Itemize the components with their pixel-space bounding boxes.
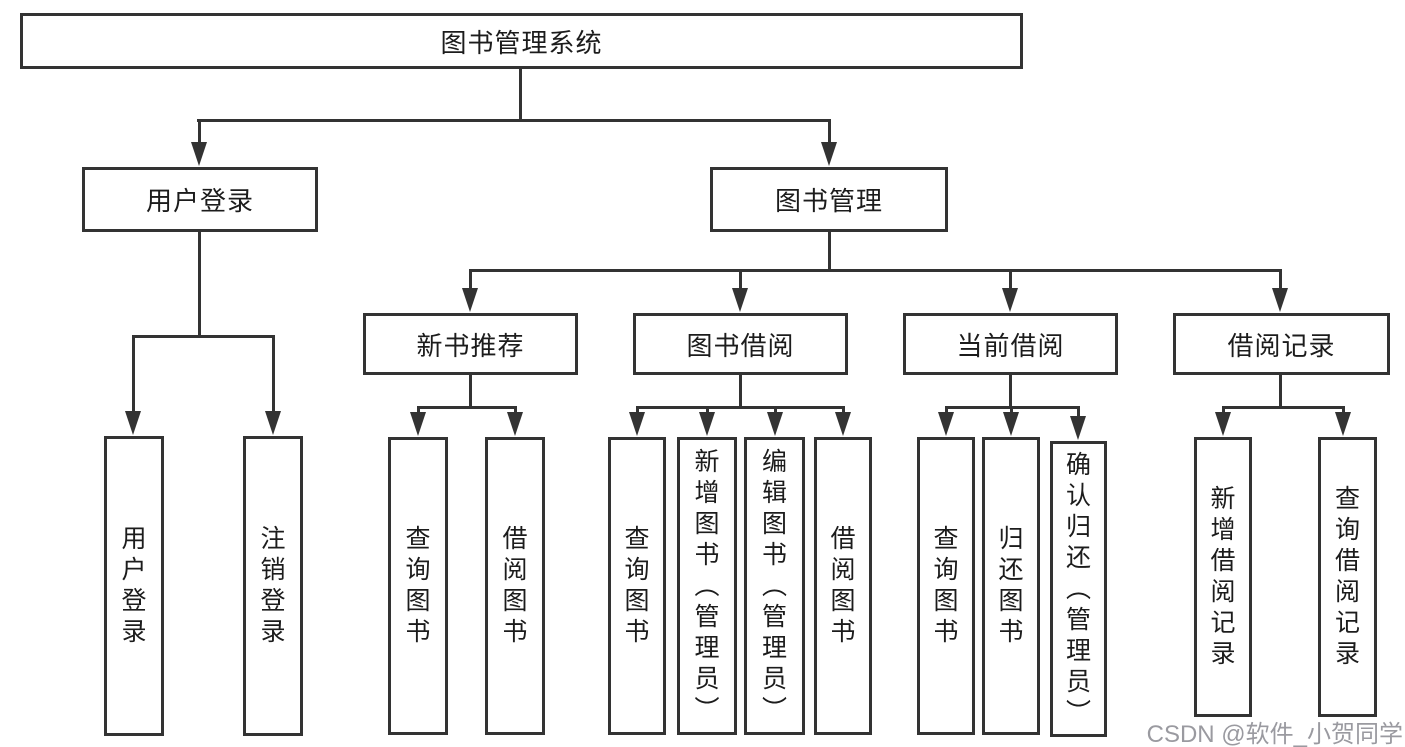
leaf-return-books: 归还图书	[982, 437, 1040, 735]
connector-stem	[1279, 375, 1282, 409]
node-current-borrowing: 当前借阅	[903, 313, 1118, 375]
node-label: 图书借阅	[686, 330, 795, 361]
connector-stem	[739, 375, 742, 409]
leaf-confirm-return-admin: 确认归还︵管理员︶	[1050, 441, 1107, 737]
connector-shaft	[828, 119, 831, 144]
node-borrowing-records: 借阅记录	[1173, 313, 1390, 375]
node-user-login: 用户登录	[82, 167, 318, 232]
connector-stem	[469, 375, 472, 409]
node-label: 注销登录	[260, 525, 286, 646]
connector-shaft	[1010, 406, 1013, 416]
node-label: 当前借阅	[956, 330, 1065, 361]
arrow-down-icon	[699, 412, 715, 436]
arrow-down-icon	[1215, 412, 1231, 436]
leaf-borrow-books-recommend: 借阅图书	[485, 437, 545, 735]
connector-shaft	[1222, 406, 1225, 416]
arrow-down-icon	[835, 412, 851, 436]
node-label: 编辑图书︵管理员︶	[761, 447, 787, 724]
node-label: 借阅记录	[1227, 330, 1336, 361]
connector-shaft	[706, 406, 709, 416]
leaf-query-books-borrowing: 查询图书	[608, 437, 666, 735]
connector-shaft	[1077, 406, 1080, 418]
node-book-management: 图书管理	[710, 167, 948, 232]
node-label: 新增图书︵管理员︶	[694, 447, 720, 724]
connector-shaft	[774, 406, 777, 416]
node-label: 查询图书	[405, 525, 431, 646]
connector-shaft	[132, 335, 135, 413]
node-label: 确认归还︵管理员︶	[1065, 450, 1091, 727]
node-label: 图书管理	[774, 186, 883, 216]
arrow-down-icon	[767, 412, 783, 436]
connector-shaft	[739, 269, 742, 290]
connector-book-management-stem	[828, 232, 831, 272]
arrow-down-icon	[125, 411, 141, 435]
node-label: 用户登录	[121, 525, 147, 646]
arrow-down-icon	[821, 142, 837, 166]
leaf-borrow-books: 借阅图书	[814, 437, 872, 735]
connector-shaft	[514, 406, 517, 416]
connector-level3-branch	[469, 269, 1282, 272]
node-label: 新书推荐	[416, 330, 525, 361]
arrow-down-icon	[1070, 416, 1086, 440]
arrow-down-icon	[938, 412, 954, 436]
connector-shaft	[636, 406, 639, 416]
arrow-down-icon	[191, 142, 207, 166]
node-label: 查询图书	[933, 525, 959, 646]
arrow-down-icon	[410, 412, 426, 436]
arrow-down-icon	[732, 288, 748, 312]
arrow-down-icon	[507, 412, 523, 436]
connector-user-login-stem	[198, 232, 201, 338]
connector-branch	[417, 406, 517, 409]
arrow-down-icon	[1003, 412, 1019, 436]
arrow-down-icon	[629, 412, 645, 436]
arrow-down-icon	[1335, 412, 1351, 436]
connector-root-stem	[519, 69, 522, 121]
leaf-add-borrow-record: 新增借阅记录	[1194, 437, 1252, 717]
connector-shaft	[1342, 406, 1345, 416]
node-label: 归还图书	[998, 525, 1024, 646]
connector-shaft	[272, 335, 275, 413]
connector-shaft	[198, 119, 201, 144]
node-new-book-recommendation: 新书推荐	[363, 313, 578, 375]
connector-shaft	[417, 406, 420, 416]
node-label: 查询借阅记录	[1334, 485, 1360, 668]
leaf-logout: 注销登录	[243, 436, 303, 736]
node-label: 用户登录	[145, 186, 254, 216]
leaf-add-books-admin: 新增图书︵管理员︶	[677, 437, 737, 735]
leaf-user-login: 用户登录	[104, 436, 164, 736]
node-library-management-system: 图书管理系统	[20, 13, 1023, 69]
arrow-down-icon	[462, 288, 478, 312]
leaf-query-borrow-record: 查询借阅记录	[1318, 437, 1377, 717]
connector-branch	[636, 406, 845, 409]
arrow-down-icon	[1272, 288, 1288, 312]
leaf-edit-books-admin: 编辑图书︵管理员︶	[744, 437, 805, 735]
leaf-query-books-recommend: 查询图书	[388, 437, 448, 735]
arrow-down-icon	[265, 411, 281, 435]
connector-branch	[1222, 406, 1345, 409]
connector-shaft	[469, 269, 472, 290]
csdn-watermark: CSDN @软件_小贺同学	[1146, 721, 1403, 747]
connector-shaft	[1279, 269, 1282, 290]
connector-user-login-branch	[132, 335, 275, 338]
connector-shaft	[945, 406, 948, 416]
node-book-borrowing: 图书借阅	[633, 313, 848, 375]
leaf-query-books-current: 查询图书	[917, 437, 975, 735]
connector-shaft	[842, 406, 845, 416]
connector-stem	[1009, 375, 1012, 409]
node-label: 新增借阅记录	[1210, 485, 1236, 668]
arrow-down-icon	[1002, 288, 1018, 312]
node-label: 图书管理系统	[440, 27, 603, 58]
connector-shaft	[1009, 269, 1012, 290]
connector-level1-branch	[197, 119, 831, 122]
node-label: 借阅图书	[830, 525, 856, 646]
node-label: 借阅图书	[502, 525, 528, 646]
node-label: 查询图书	[624, 525, 650, 646]
